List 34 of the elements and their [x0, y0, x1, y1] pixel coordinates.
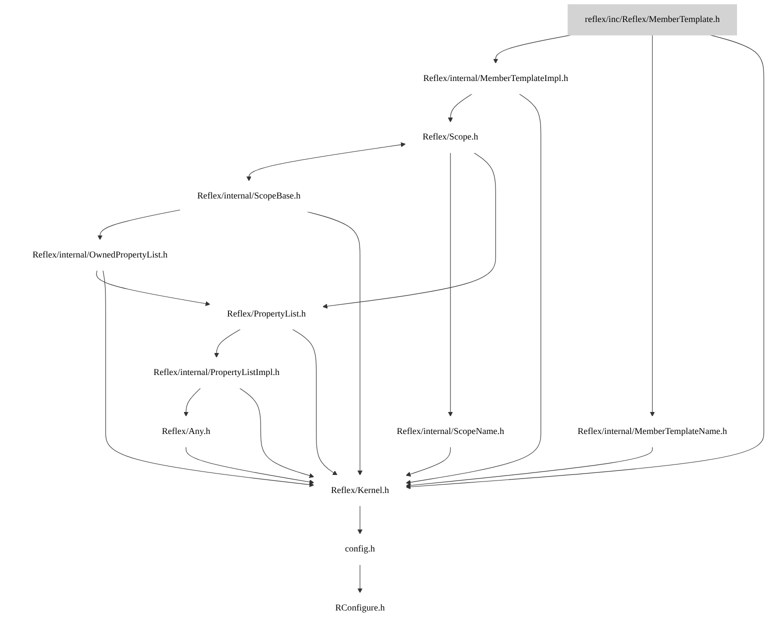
- node-text: Reflex/Scope.h: [422, 132, 478, 142]
- node-text: Reflex/internal/OwnedPropertyList.h: [32, 250, 168, 260]
- arrow: [406, 34, 764, 490]
- arrow: [406, 446, 451, 477]
- node-text: Reflex/Any.h: [162, 426, 210, 436]
- arrow: [448, 152, 453, 417]
- arrow: [183, 388, 201, 417]
- arrow: [292, 328, 338, 476]
- arrow: [406, 94, 541, 485]
- node-text: Reflex/internal/ScopeName.h: [396, 426, 504, 436]
- node-text: config.h: [344, 544, 375, 554]
- node-text: RConfigure.h: [335, 603, 385, 613]
- node-text: Reflex/PropertyList.h: [226, 308, 306, 319]
- arrow: [357, 506, 362, 534]
- node-text: Reflex/internal/MemberTemplateImpl.h: [423, 74, 568, 84]
- arrow: [239, 388, 314, 478]
- arrow: [186, 446, 314, 484]
- node-text: Reflex/Kernel.h: [330, 485, 389, 496]
- arrow: [97, 210, 180, 240]
- arrow: [306, 211, 362, 476]
- arrow: [492, 34, 572, 64]
- node-text: Reflex/internal/ScopeBase.h: [197, 191, 300, 201]
- arrow: [322, 152, 496, 309]
- node-text: Reflex/internal/PropertyListImpl.h: [153, 368, 280, 378]
- arrow: [357, 564, 362, 594]
- arrow: [102, 270, 314, 488]
- arrow: [406, 446, 652, 488]
- arrow: [246, 142, 406, 182]
- node-text: Reflex/internal/MemberTemplateName.h: [577, 426, 727, 436]
- arrow: [650, 34, 655, 417]
- node-box: reflex/inc/Reflex/MemberTemplate.h: [568, 4, 737, 36]
- arrow: [214, 328, 241, 358]
- arrow: [96, 270, 210, 306]
- arrow: [448, 94, 472, 122]
